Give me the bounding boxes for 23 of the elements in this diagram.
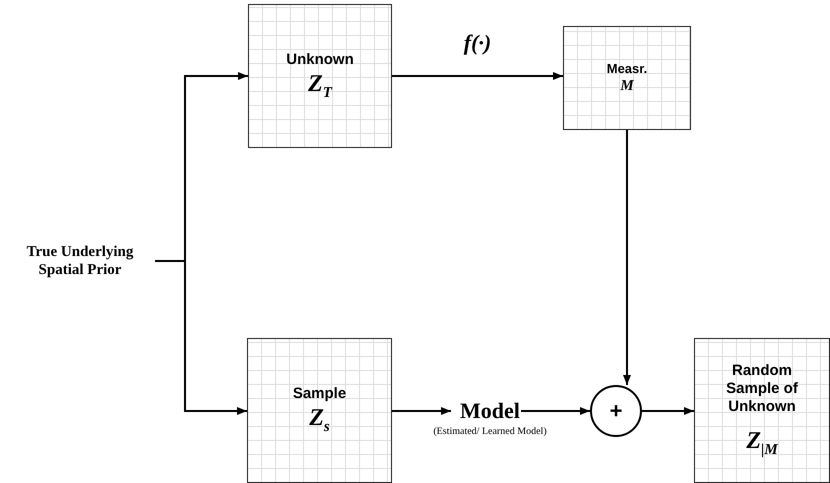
model-caption: (Estimated/ Learned Model): [433, 426, 547, 437]
arrow: [521, 407, 590, 415]
arrow: [155, 260, 247, 415]
unknown-box: [248, 4, 392, 148]
arrow: [392, 407, 451, 415]
arrow: [392, 72, 563, 80]
sum-circle: [590, 385, 642, 437]
arrow: [642, 407, 694, 415]
box-title: Measr.: [606, 60, 648, 76]
box-title: Random Sample of Unknown: [725, 362, 799, 416]
variable-symbol: Z$_{T}$: [308, 70, 332, 102]
arrow: [623, 130, 631, 385]
box-title: Unknown: [286, 50, 354, 69]
variable-symbol: Z$_{|M}$: [746, 428, 778, 459]
variable-symbol: M: [620, 78, 634, 96]
model-label: Model: [460, 398, 520, 424]
sample-box: [247, 338, 392, 483]
box-title: Sample: [292, 385, 346, 404]
measurement-box: [563, 26, 691, 130]
prior-label: True Underlying Spatial Prior: [26, 243, 134, 279]
variable-symbol: Z$_{s}$: [309, 405, 330, 436]
plus-sign: +: [610, 398, 622, 424]
result-box: [694, 338, 830, 483]
